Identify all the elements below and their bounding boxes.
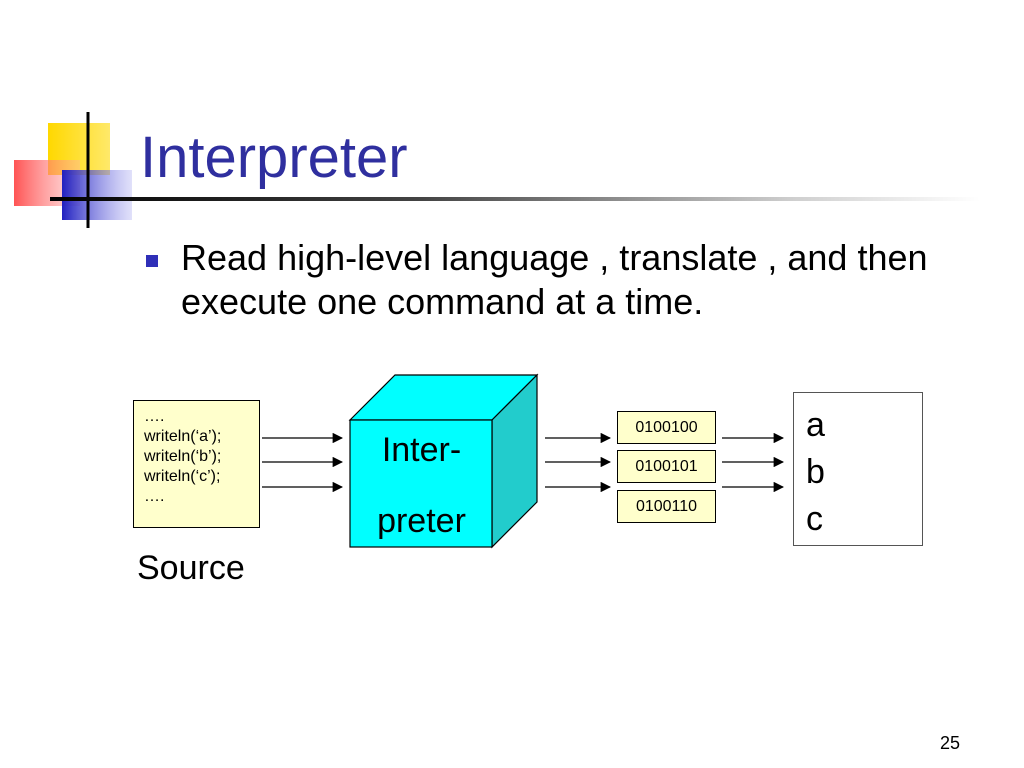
interpreter-cube <box>348 373 539 549</box>
bullet-text: Read high-level language , translate , a… <box>181 237 928 322</box>
output-line: b <box>806 453 825 491</box>
machine-code-box: 0100101 <box>617 450 716 483</box>
bullet-square-icon <box>146 255 158 267</box>
page-number: 25 <box>940 733 961 753</box>
machine-code-box: 0100110 <box>617 490 716 523</box>
slide-title: Interpreter <box>140 125 408 190</box>
output-box <box>793 392 923 546</box>
machine-code-box: 0100100 <box>617 411 716 444</box>
source-line: writeln(‘c’); <box>144 468 221 485</box>
source-code-box: …. writeln(‘a’); writeln(‘b’); writeln(‘… <box>133 400 260 528</box>
interpreter-label-line2: preter <box>377 502 466 540</box>
source-label: Source <box>137 549 245 587</box>
slide-logo-icon <box>14 112 140 228</box>
source-line: writeln(‘a’); <box>144 428 222 445</box>
output-line: c <box>806 500 823 538</box>
source-line: …. <box>144 488 165 505</box>
cube-front-face <box>349 419 493 548</box>
source-line: writeln(‘b’); <box>144 448 222 465</box>
title-divider <box>50 197 980 201</box>
output-line: a <box>806 406 825 444</box>
source-line: …. <box>144 408 165 425</box>
interpreter-label-line1: Inter- <box>381 431 462 469</box>
